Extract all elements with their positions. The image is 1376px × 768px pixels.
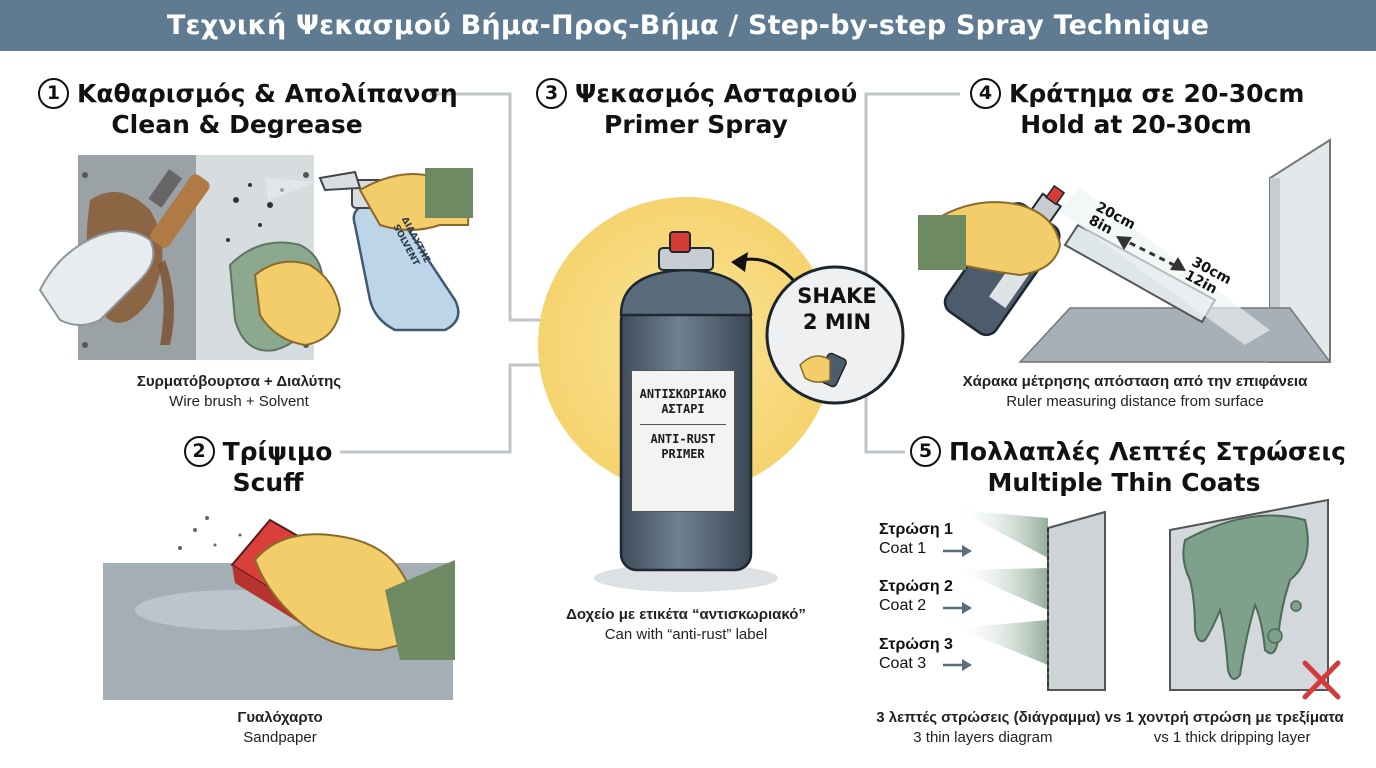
shake-can-icon [799,352,847,388]
left-glove [38,230,155,326]
coat-2-label: Στρώση 2 Coat 2 [879,577,953,615]
can-label-gr-2: ΑΣΤΑΡΙ [661,402,705,416]
step3-title-en: Primer Spray [604,110,788,139]
step4-title: 4 Κράτημα σε 20-30cm Hold at 20-30cm [970,78,1304,140]
coat-1-en: Coat 1 [879,540,927,557]
step2-number: 2 [183,436,215,467]
step2-title-en: Scuff [232,468,304,497]
shake-line-2: 2 MIN [802,310,872,334]
step5-caption: 3 λεπτές στρώσεις (διάγραμμα) vs 1 χοντρ… [860,708,1360,748]
step3-title: 3 Ψεκασμός Ασταριού Primer Spray [536,78,857,140]
coat-1-label: Στρώση 1 Coat 1 [879,520,953,558]
can-label: ΑΝΤΙΣΚΩΡΙΑΚΟ ΑΣΤΑΡΙ ANTI-RUST PRIMER [631,370,735,512]
step1-number: 1 [38,78,69,109]
coat-3-gr: Στρώση 3 [879,636,953,653]
step3-caption-gr: Δοχείο με ετικέτα “αντισκωριακό” [566,606,806,623]
step1-illustration [38,155,473,360]
hold-hand [933,201,1062,277]
coat-2-en: Coat 2 [879,597,927,614]
thick-coat-diagram [1169,498,1341,700]
step5-title-en: Multiple Thin Coats [987,468,1261,497]
bottle-sleeve [425,168,473,218]
step2-illustration [103,516,455,700]
step4-caption-gr: Χάρακα μέτρησης απόσταση από την επιφάνε… [962,373,1308,390]
hold-sleeve [918,215,966,270]
step5-title-gr: Πολλαπλές Λεπτές Στρώσεις [949,437,1346,466]
connector-step1 [430,92,545,322]
can-label-en-1: ANTI-RUST [650,432,716,446]
wire-brush-icon [148,169,210,248]
title-banner: Τεχνική Ψεκασμού Βήμα-Προς-Βήμα / Step-b… [0,0,1376,51]
can-label-divider [640,424,726,425]
step3-number: 3 [536,78,567,109]
step3-caption-en: Can with “anti-rust” label [604,626,768,643]
step4-caption-en: Ruler measuring distance from surface [1006,393,1264,410]
cross-icon [1302,660,1341,700]
step3-caption: Δοχείο με ετικέτα “αντισκωριακό” Can wit… [536,605,836,645]
step2-caption-en: Sandpaper [243,729,317,746]
step3-title-gr: Ψεκασμός Ασταριού [575,79,858,108]
coat-3-en: Coat 3 [879,655,927,672]
step1-title: 1 Καθαρισμός & Απολίπανση Clean & Degreas… [38,78,458,140]
can-label-gr-1: ΑΝΤΙΣΚΩΡΙΑΚΟ [639,387,727,401]
step5-caption-en-right: vs 1 thick dripping layer [1153,729,1311,746]
step4-number: 4 [970,78,1001,109]
step1-caption: Συρματόβουρτσα + Διαλύτης Wire brush + S… [60,372,418,412]
coat-arrows [943,545,972,671]
step1-caption-gr: Συρματόβουρτσα + Διαλύτης [136,373,342,390]
step4-title-en: Hold at 20-30cm [1020,110,1252,139]
step2-caption-gr: Γυαλόχαρτο [237,709,323,726]
step2-title-gr: Τρίψιμο [222,437,333,466]
coat-2-gr: Στρώση 2 [879,578,953,595]
page-title: Τεχνική Ψεκασμού Βήμα-Προς-Βήμα / Step-b… [166,10,1210,41]
step4-title-gr: Κράτημα σε 20-30cm [1009,79,1305,108]
can-label-en-2: PRIMER [661,447,705,461]
step5-title: 5 Πολλαπλές Λεπτές Στρώσεις Multiple Thin… [910,436,1346,498]
rag-hand [253,260,342,347]
step1-caption-en: Wire brush + Solvent [169,393,309,410]
step4-caption: Χάρακα μέτρησης απόσταση από την επιφάνε… [930,372,1340,412]
connector-step2 [340,363,545,454]
coat-3-label: Στρώση 3 Coat 3 [879,635,953,673]
floor-surface [1018,307,1332,363]
thin-panel [1047,510,1106,691]
distance-arrow [1119,236,1181,270]
sanding-sleeve [385,560,455,660]
step5-illustration [943,498,1341,700]
spray-mist [1058,188,1270,345]
step4-illustration [918,138,1332,363]
shake-text: SHAKE 2 MIN [789,283,885,335]
step5-caption-en-row: 3 thin layers diagram vs 1 thick drippin… [860,728,1360,748]
thin-coats-diagram [943,510,1106,691]
shake-line-1: SHAKE [797,284,877,308]
step1-title-en: Clean & Degrease [111,110,363,139]
coat-1-gr: Στρώση 1 [879,521,953,538]
step1-title-gr: Καθαρισμός & Απολίπανση [77,79,458,108]
step5-number: 5 [910,436,941,467]
dust-particles [178,516,242,550]
step2-caption: Γυαλόχαρτο Sandpaper [160,708,400,748]
step5-caption-gr: 3 λεπτές στρώσεις (διάγραμμα) vs 1 χοντρ… [876,709,1344,726]
step5-caption-en-left: 3 thin layers diagram [913,729,1053,746]
